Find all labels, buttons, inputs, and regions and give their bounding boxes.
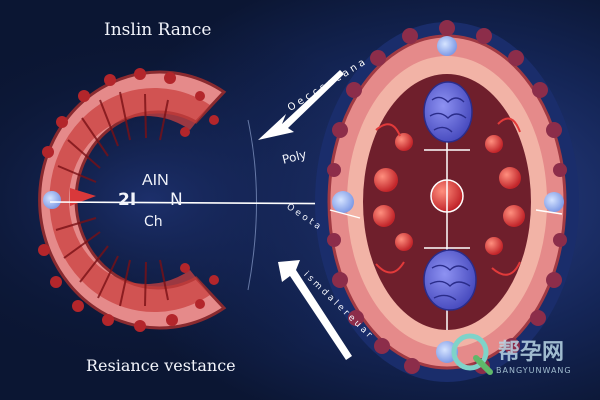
watermark-text-cn: 帮孕网 <box>498 340 565 365</box>
arrow-top <box>258 70 344 140</box>
right-node-right <box>544 192 564 212</box>
diagram-caption: Resiance vestance <box>86 356 236 375</box>
blue-lobe-top <box>423 81 473 143</box>
right-organ <box>315 20 579 382</box>
left-node <box>43 191 61 209</box>
label-ain: AIN <box>142 172 169 189</box>
right-node-left <box>332 191 354 213</box>
label-2i: 2I <box>118 190 137 210</box>
watermark-logo-icon <box>451 333 493 375</box>
label-ch: Ch <box>144 214 163 230</box>
diagram-title: Inslin Rance <box>104 20 212 40</box>
arrow-bottom <box>278 260 352 360</box>
right-organ-beads <box>327 20 567 374</box>
left-organ-cells <box>38 68 219 332</box>
watermark: 帮孕网 BANGYUNWANG <box>448 330 588 386</box>
left-organ-striations <box>55 91 169 307</box>
right-pointer-right <box>535 209 563 215</box>
label-n: N <box>170 190 183 210</box>
right-organ-threads <box>375 117 521 276</box>
right-pointer-left <box>329 209 361 219</box>
watermark-text-en: BANGYUNWANG <box>496 366 572 375</box>
left-organ-muscle <box>49 88 210 313</box>
right-node-top <box>437 36 457 56</box>
left-organ <box>38 68 227 332</box>
blue-lobe-bottom <box>423 249 477 311</box>
